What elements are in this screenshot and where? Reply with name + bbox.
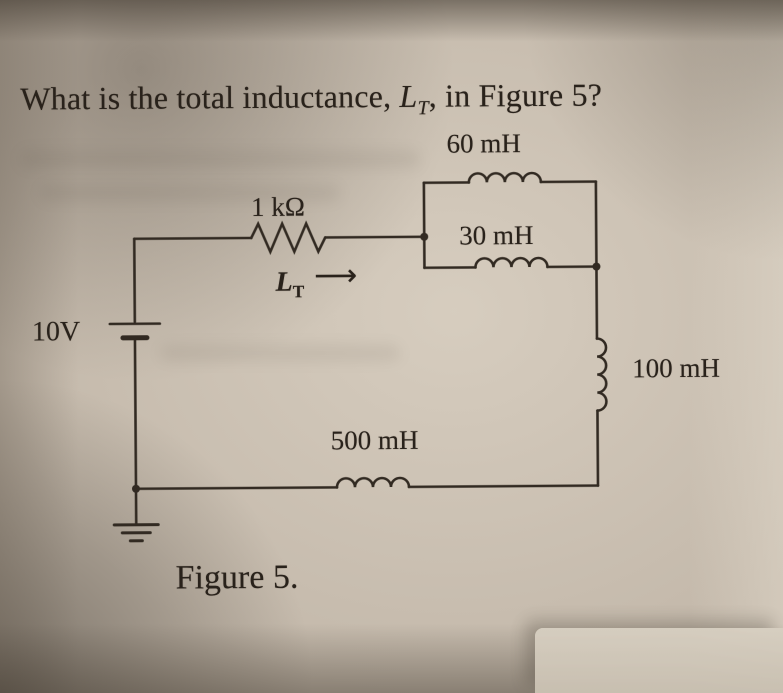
inductor-100mh-label: 100 mH [632,352,721,384]
wire-top-left-segment [132,236,253,241]
question-text: What is the total inductance, LT, in Fig… [20,77,602,123]
figure-caption: Figure 5. [175,558,299,597]
voltage-source-label: 10V [31,316,81,348]
inductor-500mh-label: 500 mH [330,424,419,456]
total-inductance-label: LT ⟶ [275,258,357,302]
question-suffix: , in Figure 5? [428,76,603,114]
inductance-symbol: L [399,77,418,114]
resistor-1k-label: 1 kΩ [250,191,305,222]
inductor-30mh-label: 30 mH [459,220,534,251]
inductor-500mh-symbol [335,476,411,489]
wire-right-upper [594,180,599,340]
circuit-ink [108,171,608,543]
page-bleed-through-artifact [40,185,340,201]
node-dot [592,262,601,271]
inductor-60mh-label: 60 mH [446,128,521,159]
resistor-symbol [249,220,327,256]
wire-left-upper [132,237,137,324]
page-bleed-through-artifact [160,345,400,361]
inductor-30mh-symbol [474,256,549,269]
inductor-60mh-symbol [467,171,543,184]
parallel-left-rail [422,181,426,270]
node-dot [420,232,429,241]
page-bleed-through-artifact [20,150,420,168]
inductance-subscript: T [417,97,429,120]
lt-symbol: L [275,266,293,298]
right-arrow-icon: ⟶ [314,258,358,294]
wire-left-lower [133,338,138,491]
wire-right-lower [596,409,600,487]
lt-subscript: T [292,282,305,302]
wire-top-right-segment [323,235,426,239]
wire-bottom-left-segment [134,486,339,491]
underlying-sheet-edge [535,628,783,693]
node-dot [131,484,140,493]
wire-bottom-right-segment [407,484,600,489]
inductor-100mh-symbol [595,337,608,412]
question-prefix: What is the total inductance, [20,77,400,117]
